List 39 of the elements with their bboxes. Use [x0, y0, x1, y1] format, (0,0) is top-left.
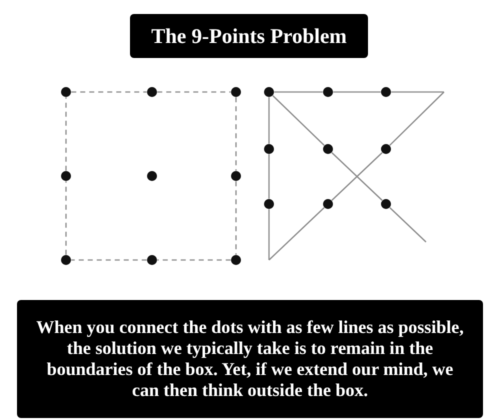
vertical-line	[268, 154, 270, 199]
dashed-horizontal-line	[71, 259, 147, 261]
dashed-horizontal-line	[157, 91, 231, 93]
dot	[322, 86, 334, 98]
dashed-vertical-line	[65, 97, 67, 171]
dot	[322, 198, 334, 210]
rising-diagonal-line	[268, 207, 325, 260]
vertical-line	[268, 97, 270, 144]
dot	[264, 198, 274, 210]
vertical-line	[268, 209, 270, 260]
dot	[230, 170, 242, 182]
dot	[380, 198, 392, 210]
dot	[146, 170, 158, 182]
dashed-vertical-line	[235, 97, 237, 171]
horizontal-line	[391, 91, 444, 93]
dot	[264, 86, 274, 98]
dot	[380, 144, 392, 154]
dot	[264, 144, 274, 154]
rising-diagonal-line	[389, 92, 444, 146]
horizontal-line	[333, 91, 381, 93]
dot	[230, 86, 242, 98]
dot	[322, 144, 334, 154]
dot	[230, 254, 242, 266]
dot	[60, 254, 72, 266]
caption: When you connect the dots with as few lines as possible, the solution we typically take is to remain in the boundaries of the box. Yet, if we extend our mind, we can then think outside the box.	[17, 300, 483, 418]
dashed-horizontal-line	[71, 91, 147, 93]
dashed-vertical-line	[65, 181, 67, 255]
falling-diagonal-line	[389, 207, 426, 242]
title: The 9-Points Problem	[130, 14, 368, 58]
dot	[60, 170, 72, 182]
horizontal-line	[274, 91, 323, 93]
dashed-horizontal-line	[157, 259, 231, 261]
dot	[146, 254, 158, 266]
dot	[380, 86, 392, 98]
crossing-lines	[331, 152, 383, 202]
dot	[60, 86, 72, 98]
dashed-vertical-line	[235, 181, 237, 255]
falling-diagonal-line	[272, 95, 325, 146]
dot	[146, 86, 158, 98]
